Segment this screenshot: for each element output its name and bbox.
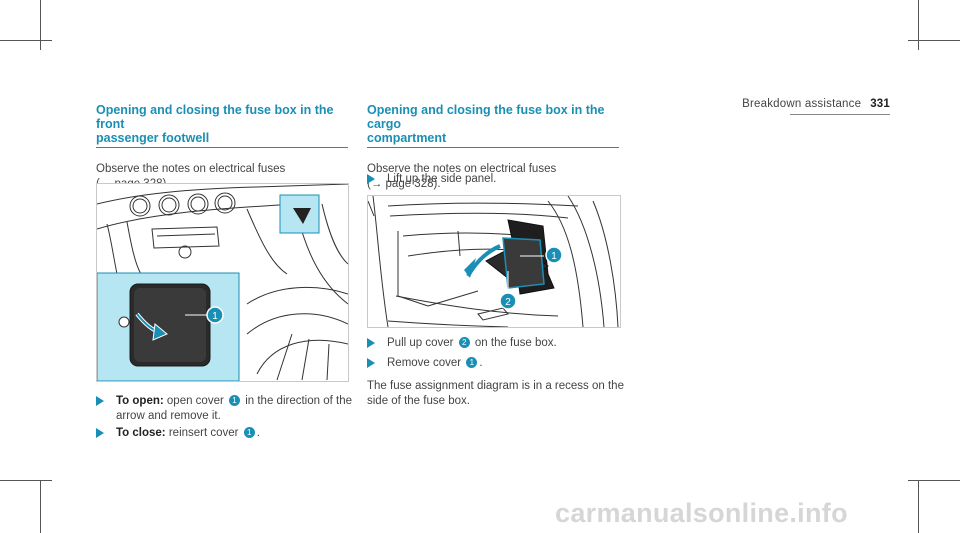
- step-arrow-icon: [367, 358, 375, 368]
- left-title-rule: [96, 147, 348, 148]
- right-section-title: Opening and closing the fuse box in the …: [367, 103, 605, 145]
- crop-mark: [40, 480, 41, 533]
- footwell-illustration: 1: [96, 183, 349, 382]
- left-section: Opening and closing the fuse box in the …: [96, 103, 348, 191]
- watermark: carmanualsonline.info: [555, 498, 848, 528]
- callout-1-label: 1: [212, 311, 218, 322]
- left-step-open: To open: open cover 1 in the direction o…: [96, 394, 354, 423]
- page-ref-link[interactable]: (→ page 328).: [367, 177, 441, 190]
- step-arrow-icon: [96, 428, 104, 438]
- callout-1-badge: 1: [466, 357, 478, 368]
- callout-1-label: 1: [551, 251, 557, 262]
- callout-2-badge: 2: [458, 337, 470, 348]
- callout-1-marker: [206, 306, 224, 324]
- cargo-drawing: 1 2: [368, 196, 619, 327]
- right-step-remove: Remove cover 1.: [367, 356, 625, 371]
- crop-mark: [0, 40, 52, 41]
- step-arrow-icon: [367, 338, 375, 348]
- page-number: 331: [870, 98, 890, 110]
- callout-2-label: 2: [505, 297, 511, 308]
- cargo-illustration: 1 2: [367, 195, 621, 328]
- right-title-rule: [367, 147, 619, 148]
- crop-mark: [908, 480, 960, 481]
- right-note: Observe the notes on electrical fuses (→…: [367, 163, 557, 190]
- left-step-close: To close: reinsert cover 1.: [96, 426, 354, 441]
- callout-2-marker: [499, 292, 517, 310]
- footwell-drawing: 1: [97, 184, 348, 381]
- crop-mark: [0, 480, 52, 481]
- step-arrow-icon: [367, 174, 375, 184]
- crop-mark: [908, 40, 960, 41]
- left-section-title: Opening and closing the fuse box in the …: [96, 103, 334, 145]
- header-section: Breakdown assistance: [742, 98, 862, 110]
- callout-1-badge: 1: [243, 427, 255, 438]
- crop-mark: [918, 480, 919, 533]
- header-rule: [790, 114, 890, 115]
- step-arrow-icon: [96, 396, 104, 406]
- right-section: Opening and closing the fuse box in the …: [367, 103, 619, 191]
- running-header: Breakdown assistance 331: [742, 98, 890, 110]
- callout-1-badge: 1: [229, 395, 241, 406]
- right-step-pull: Pull up cover 2 on the fuse box.: [367, 336, 625, 351]
- crop-mark: [40, 0, 41, 50]
- callout-1-marker: [545, 246, 563, 264]
- crop-mark: [918, 0, 919, 50]
- right-fuse-note: The fuse assignment diagram is in a rece…: [367, 380, 624, 407]
- right-step-lift: Lift up the side panel.: [367, 172, 625, 187]
